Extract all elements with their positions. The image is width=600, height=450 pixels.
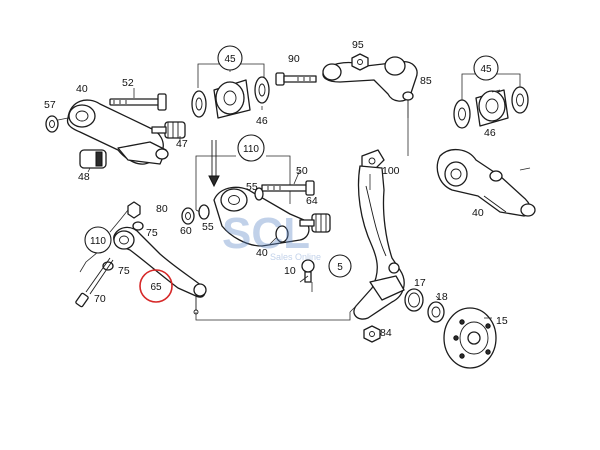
part-17-oring — [404, 288, 424, 312]
part-15-wheel-hub — [443, 307, 497, 369]
callout-15: 15 — [496, 315, 508, 327]
part-90-bolt — [275, 72, 317, 86]
callout-ring-110-center — [237, 134, 265, 162]
part-84-nut — [363, 325, 381, 343]
callout-ring-45-center — [217, 45, 243, 71]
callout-50: 50 — [296, 165, 308, 177]
part-60-bushing — [181, 207, 195, 225]
callout-40-upper-left: 40 — [76, 83, 88, 95]
part-40-lower-arm-right — [436, 149, 536, 217]
callout-75-upper: 75 — [146, 227, 158, 239]
callout-100: 100 — [382, 165, 400, 177]
part-85-upper-wishbone — [322, 56, 418, 118]
callout-64: 64 — [306, 195, 318, 207]
callout-40-center: 40 — [256, 247, 268, 259]
callout-47: 47 — [176, 138, 188, 150]
callout-55-upper: 55 — [246, 181, 258, 193]
part-57-washer — [45, 115, 59, 133]
part-47-balljoint-left — [151, 121, 186, 139]
part-10-balljoint-stud — [301, 259, 315, 283]
callout-85: 85 — [420, 75, 432, 87]
arrow-downward — [208, 140, 220, 188]
callout-ring-45-right — [473, 55, 499, 81]
callout-ring-5 — [328, 254, 352, 278]
part-40-upper-arm-left — [66, 99, 169, 165]
callout-18: 18 — [436, 291, 448, 303]
callout-80: 80 — [156, 203, 168, 215]
part-55-washer-lower — [198, 204, 210, 220]
callout-45-center: 45 — [224, 54, 236, 65]
callout-84: 84 — [380, 327, 392, 339]
part-65-tension-strut — [113, 226, 207, 315]
part-50-bolt — [261, 180, 315, 196]
part-95-nut — [351, 53, 369, 71]
part-40-lower-arm-center — [213, 186, 310, 247]
part-5-steering-knuckle — [353, 165, 405, 320]
callout-45-right: 45 — [480, 64, 492, 75]
callout-65: 65 — [150, 282, 162, 293]
part-52-bolt — [109, 93, 167, 111]
callout-60: 60 — [180, 225, 192, 237]
watermark-tagline: Sales Online — [270, 252, 321, 262]
part-64-balljoint — [299, 213, 331, 233]
callout-17: 17 — [414, 277, 426, 289]
callout-70: 70 — [94, 293, 106, 305]
part-45-bushing-group-right — [453, 73, 529, 129]
callout-90: 90 — [288, 53, 300, 65]
part-110-group-left — [79, 209, 129, 273]
callout-48: 48 — [78, 171, 90, 183]
part-55-washer-upper — [254, 187, 264, 201]
callout-46-center: 46 — [256, 115, 268, 127]
callout-40-right: 40 — [472, 207, 484, 219]
part-45-bushing-group-center — [191, 63, 270, 119]
part-75-washer-upper — [132, 221, 144, 231]
part-80-nut — [127, 201, 141, 219]
callout-75-lower: 75 — [118, 265, 130, 277]
callout-55-lower: 55 — [202, 221, 214, 233]
part-70-bolt — [75, 257, 114, 308]
part-48-bushing — [79, 149, 107, 169]
callout-52: 52 — [122, 77, 134, 89]
part-18-seal — [427, 301, 445, 323]
callout-110-left: 110 — [90, 236, 106, 247]
callout-57: 57 — [44, 99, 56, 111]
callout-10: 10 — [284, 265, 296, 277]
callout-46-right: 46 — [484, 127, 496, 139]
watermark-logo: SCL — [222, 209, 310, 258]
callout-ring-110-left — [84, 226, 112, 254]
callout-110-center: 110 — [243, 144, 259, 155]
leader-lines — [57, 88, 531, 321]
callout-95: 95 — [352, 39, 364, 51]
callout-5: 5 — [337, 262, 343, 273]
highlight-ring-65 — [139, 269, 173, 303]
